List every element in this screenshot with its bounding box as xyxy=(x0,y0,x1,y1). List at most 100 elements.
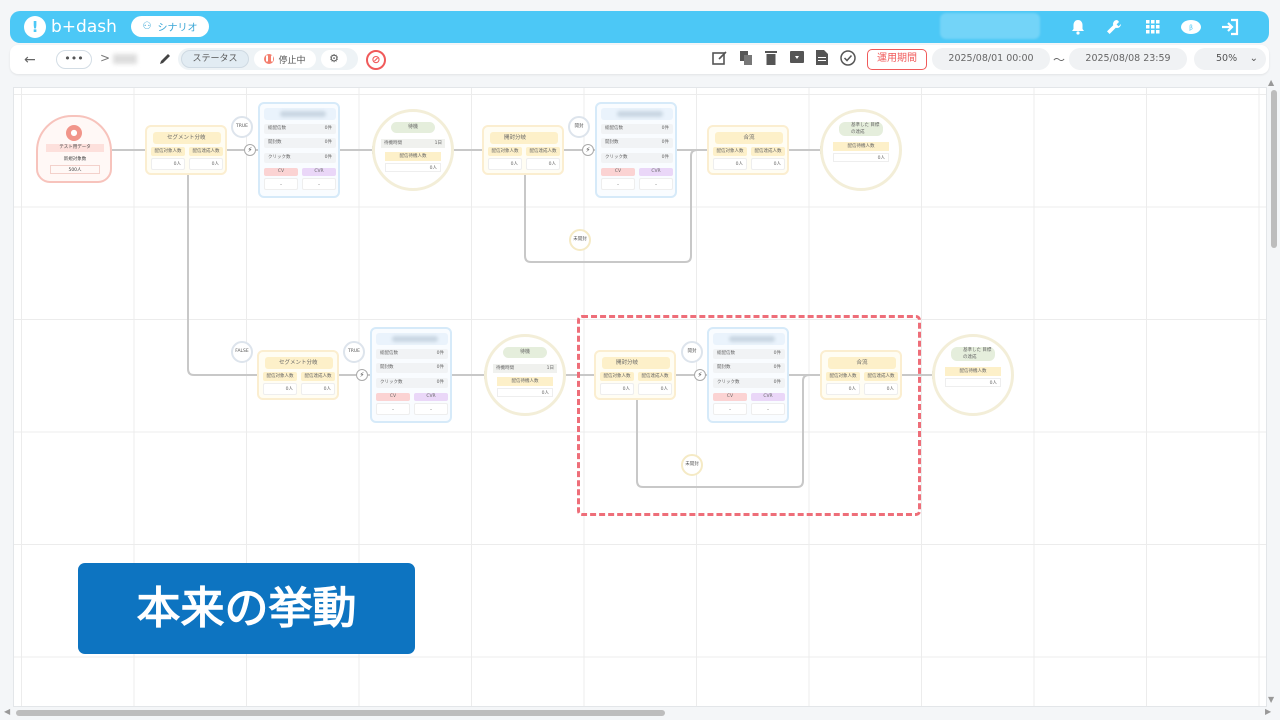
scroll-left-icon[interactable]: ◀ xyxy=(4,707,11,716)
logo[interactable]: ! b+dash xyxy=(24,16,117,38)
mail-cvr-value: - xyxy=(751,403,785,415)
caption-banner: 本来の挙動 xyxy=(78,563,415,654)
open-val1: 0人 xyxy=(488,158,522,170)
status-value[interactable]: ❚❚ 停止中 xyxy=(254,50,316,68)
wait-title: 待機 xyxy=(503,347,547,358)
goal-node[interactable]: 基準した 目標の達成 配信待機人数 0人 xyxy=(932,334,1014,416)
open-branch-node[interactable]: 開封分岐 配信対象人数 配信達成人数 0人 0人 xyxy=(594,350,676,400)
wait-count-label: 配信待機人数 xyxy=(497,377,553,386)
open-col2: 配信達成人数 xyxy=(638,372,672,381)
mail-cv: CV xyxy=(601,168,635,176)
mail-cv-value: - xyxy=(713,403,747,415)
scenario-label: シナリオ xyxy=(157,23,198,34)
account-info[interactable] xyxy=(940,13,1040,39)
svg-text:β: β xyxy=(1189,25,1193,32)
start-sub: 新規対象数 xyxy=(63,157,87,162)
merge-col1: 配信対象人数 xyxy=(713,147,747,156)
mail-cvr-value: - xyxy=(414,403,448,415)
scroll-up-icon[interactable]: ▲ xyxy=(1268,78,1275,87)
open-val1: 0人 xyxy=(600,383,634,395)
segment-node[interactable]: セグメント分岐 配信対象人数 配信達成人数 0人 0人 xyxy=(145,125,227,175)
check-circle-icon[interactable] xyxy=(838,50,858,70)
mail-cvr: CVR xyxy=(639,168,673,176)
period-button[interactable]: 運用期間 xyxy=(867,49,927,70)
vertical-scrollbar[interactable] xyxy=(1271,90,1277,248)
mail-cv-value: - xyxy=(264,178,298,190)
goal-count: 0人 xyxy=(833,153,889,162)
breadcrumb-separator: > xyxy=(100,51,111,65)
mail-cv: CV xyxy=(264,168,298,176)
zoom-select[interactable]: 50%⌄ xyxy=(1194,48,1266,70)
start-node[interactable]: ● テスト用データ 新規対象数 500人 xyxy=(36,115,112,183)
merge-col2: 配信達成人数 xyxy=(751,147,785,156)
copy-icon[interactable] xyxy=(736,50,756,70)
merge-val2: 0人 xyxy=(864,383,898,395)
bolt-icon[interactable]: ⚡ xyxy=(694,369,706,381)
true-badge: TRUE xyxy=(343,341,365,363)
wait-title: 待機 xyxy=(391,122,435,133)
segment-val1: 0人 xyxy=(263,383,297,395)
bell-icon[interactable] xyxy=(1065,14,1091,40)
open-col1: 配信対象人数 xyxy=(600,372,634,381)
bolt-icon[interactable]: ⚡ xyxy=(356,369,368,381)
trash-icon[interactable] xyxy=(761,50,781,70)
mail-cv-value: - xyxy=(601,178,635,190)
bolt-icon[interactable]: ⚡ xyxy=(244,144,256,156)
mail-cvr-value: - xyxy=(639,178,673,190)
segment-title: セグメント分岐 xyxy=(153,132,221,144)
merge-node[interactable]: 合流 配信対象人数 配信達成人数 0人 0人 xyxy=(820,350,902,400)
horizontal-scrollbar[interactable] xyxy=(16,710,665,716)
merge-title: 合流 xyxy=(715,132,783,144)
back-arrow-icon[interactable]: ← xyxy=(24,52,36,68)
end-date-field[interactable]: 2025/08/08 23:59 xyxy=(1069,48,1187,70)
scroll-down-icon[interactable]: ▼ xyxy=(1268,695,1275,704)
merge-title: 合流 xyxy=(828,357,896,369)
merge-node[interactable]: 合流 配信対象人数 配信達成人数 0人 0人 xyxy=(707,125,789,175)
scenario-icon: ⚇ xyxy=(142,21,152,32)
grid-icon[interactable] xyxy=(1140,14,1166,40)
merge-col1: 配信対象人数 xyxy=(826,372,860,381)
edit-pencil-icon[interactable] xyxy=(158,52,172,69)
beta-icon[interactable]: β xyxy=(1178,14,1204,40)
logo-mark-icon: ! xyxy=(24,16,46,38)
scroll-right-icon[interactable]: ▶ xyxy=(1265,707,1272,716)
breadcrumb-more-button[interactable]: ••• xyxy=(56,50,92,69)
status-value-text: 停止中 xyxy=(278,55,306,66)
open-branch-node[interactable]: 開封分岐 配信対象人数 配信達成人数 0人 0人 xyxy=(482,125,564,175)
chevron-down-icon: ⌄ xyxy=(1249,53,1258,64)
archive-icon[interactable] xyxy=(787,50,807,70)
segment-col1: 配信対象人数 xyxy=(263,372,297,381)
status-gear-icon[interactable]: ⚙ xyxy=(321,50,347,68)
prohibited-icon[interactable]: ⊘ xyxy=(366,50,386,70)
goal-node[interactable]: 基準した 目標の達成 配信待機人数 0人 xyxy=(820,109,902,191)
segment-title: セグメント分岐 xyxy=(265,357,333,369)
segment-node[interactable]: セグメント分岐 配信対象人数 配信達成人数 0人 0人 xyxy=(257,350,339,400)
merge-val1: 0人 xyxy=(826,383,860,395)
goal-count-label: 配信待機人数 xyxy=(833,142,889,151)
wait-count: 0人 xyxy=(497,388,553,397)
scenario-badge[interactable]: ⚇ シナリオ xyxy=(131,16,209,37)
document-icon[interactable] xyxy=(812,50,832,70)
mail-cvr: CVR xyxy=(302,168,336,176)
bolt-icon[interactable]: ⚡ xyxy=(582,144,594,156)
open-branch-title: 開封分岐 xyxy=(490,132,558,144)
edit-icon[interactable] xyxy=(710,50,730,70)
start-date-field[interactable]: 2025/08/01 00:00 xyxy=(932,48,1050,70)
segment-val2: 0人 xyxy=(301,383,335,395)
header-bar xyxy=(10,11,1269,43)
logout-icon[interactable] xyxy=(1217,14,1243,40)
wrench-icon[interactable] xyxy=(1101,14,1127,40)
